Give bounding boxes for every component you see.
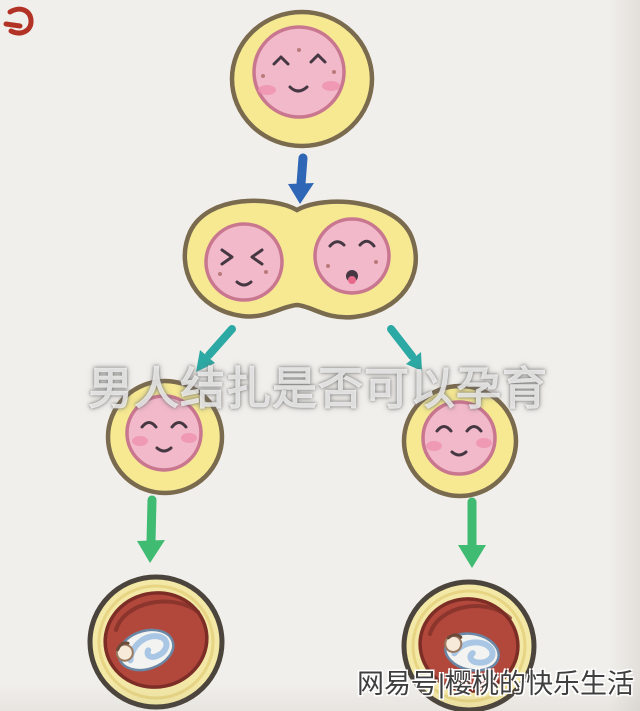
stage2-right-face-tongue-icon <box>348 276 356 284</box>
stage2-right-face <box>326 239 378 284</box>
stage3-left-face <box>132 421 197 453</box>
arrow-stage2-to-left-cell <box>196 325 236 372</box>
stage2-right-face-left-eye-icon <box>328 240 346 248</box>
stage1-blush-right <box>322 81 340 91</box>
right-swaddled-baby <box>444 632 500 672</box>
stage2-left-freckle <box>264 270 268 274</box>
stage2-left-face-right-eye-icon <box>250 248 264 266</box>
stage2-right-face-right-eye-icon <box>358 239 376 248</box>
arrow-right-cell-to-embryo <box>458 497 486 568</box>
arrow-stage1-to-stage2 <box>288 153 314 204</box>
green-arrow-left-shaft <box>146 495 157 547</box>
stage2-right-freckle <box>326 264 330 268</box>
stage4-right-embryo <box>401 579 537 711</box>
stage2-left-face-left-eye-icon <box>220 248 234 266</box>
stage1-smile-line <box>288 85 309 93</box>
stage3-left-face-right-eye-icon <box>170 421 188 429</box>
arrow-stage2-to-right-cell <box>387 325 422 371</box>
green-arrow-left-head-icon <box>137 540 165 563</box>
left-embryo-fold-line <box>114 599 200 632</box>
left-baby-hair <box>116 641 130 652</box>
left-embryo-inner-ring <box>97 584 215 700</box>
stage3-right-nucleus <box>421 400 497 476</box>
stage1-zygote-cell <box>229 9 375 149</box>
stage3-left-face-mouth-icon <box>155 446 173 453</box>
stage3-right-blush <box>426 441 442 451</box>
stage2-right-nucleus <box>313 217 391 295</box>
stage1-nucleus <box>252 25 346 119</box>
teal-arrow-left-head-icon <box>196 350 215 372</box>
left-swaddled-baby <box>115 628 175 672</box>
corner-stamp-stroke <box>7 6 34 36</box>
stage2-left-face-mouth-icon <box>235 280 253 287</box>
stage1-right-eye-icon <box>309 53 327 64</box>
stage3-right-face <box>426 425 492 457</box>
right-embryo-inner-ring <box>411 589 527 703</box>
stage3-left-blush <box>181 433 197 443</box>
stage4-left-embryo <box>87 574 225 710</box>
blue-arrow-shaft <box>296 153 308 189</box>
teal-arrow-left-shaft <box>205 325 236 359</box>
stage3-right-face-right-eye-icon <box>465 425 483 433</box>
right-baby-hair <box>446 633 463 640</box>
stage2-dividing-cell <box>182 198 419 320</box>
stage1-freckle <box>297 48 301 52</box>
stage1-face <box>258 48 340 95</box>
stage3-right-blush <box>476 438 492 448</box>
blue-arrow-head-icon <box>288 183 314 204</box>
stage3-left-nucleus <box>125 394 203 472</box>
stage3-left-blush <box>132 436 148 446</box>
stage3-left-face-left-eye-icon <box>140 421 158 429</box>
stage1-left-eye-icon <box>272 55 290 66</box>
left-baby-blanket-swirl <box>127 633 170 664</box>
stage2-left-nucleus <box>204 222 284 302</box>
stage3-right-cell <box>401 383 519 499</box>
corner-stamp-stroke-2 <box>3 21 23 29</box>
stage1-freckle <box>332 70 336 74</box>
stage3-left-cell <box>105 378 225 496</box>
stage3-right-face-left-eye-icon <box>435 425 453 433</box>
corner-stamp-fragment <box>3 6 34 36</box>
right-baby-blanket-swirl <box>451 639 496 666</box>
right-embryo-fold-line <box>428 604 512 636</box>
teal-arrow-right-shaft <box>387 325 416 360</box>
teal-arrow-right-head-icon <box>406 352 422 371</box>
arrow-left-cell-to-embryo <box>137 495 165 563</box>
stage2-right-freckle <box>374 260 378 264</box>
stage1-freckle <box>261 74 265 78</box>
green-arrow-right-head-icon <box>458 545 486 568</box>
stage1-blush-left <box>258 85 276 95</box>
stage2-left-freckle <box>218 272 222 276</box>
stage3-right-face-mouth-icon <box>450 450 468 457</box>
stage2-left-face <box>218 248 268 287</box>
